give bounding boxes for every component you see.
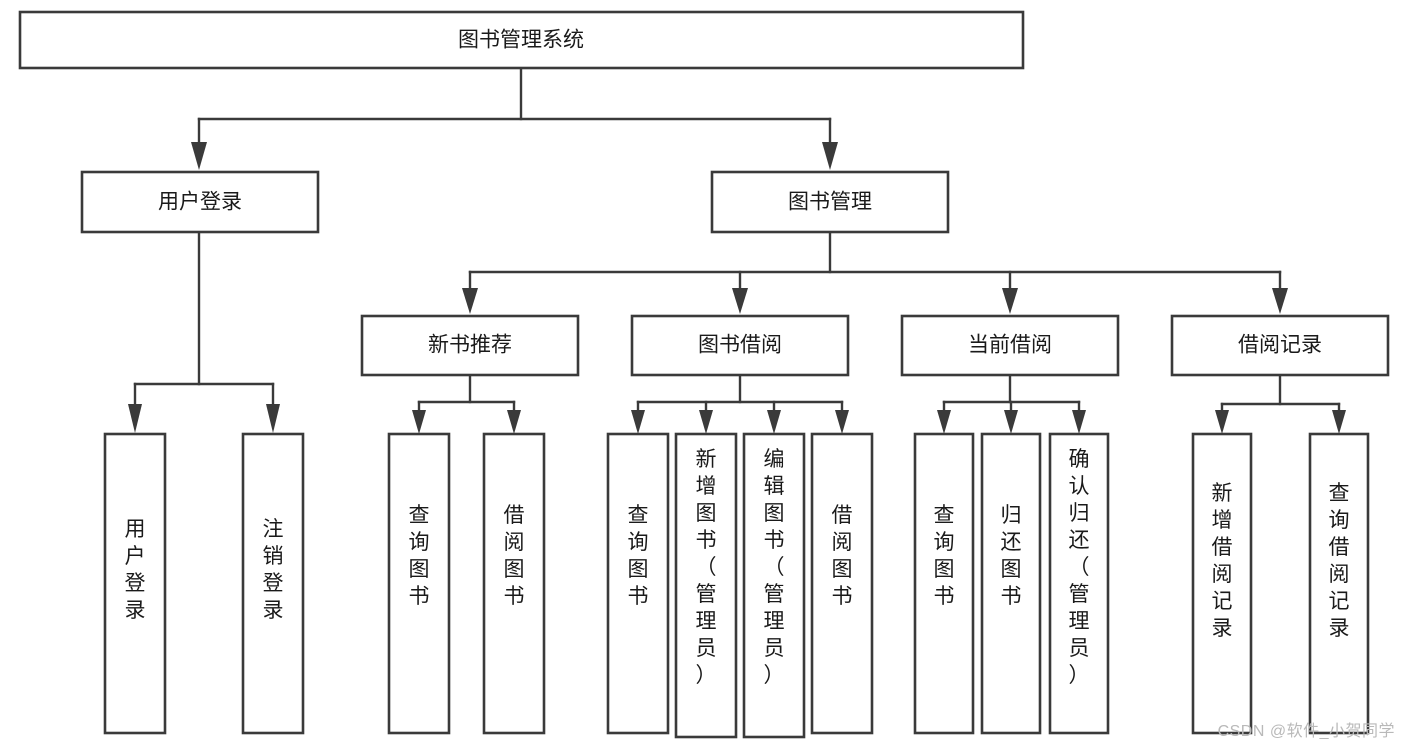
arrow-head-leaf-logout [266, 404, 280, 433]
node-current-borrow[interactable]: 当前借阅 [900, 314, 1120, 377]
node-leaf-bb-query-book-label: 查询图书 [628, 504, 649, 608]
node-leaf-bb-edit-book-box[interactable] [742, 432, 806, 739]
node-leaf-logout-label: 注销登录 [263, 518, 284, 622]
arrow-head-book-manage [822, 142, 838, 170]
arrow-head-cb-confirm [1072, 410, 1086, 434]
node-leaf-bb-borrow-book[interactable]: 借阅图书 [810, 432, 874, 735]
node-leaf-bb-add-book-box[interactable] [674, 432, 738, 739]
node-leaf-br-add-record-box[interactable] [1191, 432, 1253, 735]
node-root-label: 图书管理系统 [458, 29, 584, 52]
node-book-manage-box[interactable] [710, 170, 950, 234]
node-leaf-br-add-record-label: 新增借阅记录 [1212, 482, 1233, 640]
node-leaf-cb-confirm-return[interactable]: 确认归还（管理员） [1048, 432, 1110, 735]
node-book-borrow-label: 图书借阅 [698, 334, 782, 357]
node-leaf-cb-confirm-return-box[interactable] [1048, 432, 1110, 735]
node-leaf-logout[interactable]: 注销登录 [241, 432, 305, 735]
node-leaf-nb-borrow-book[interactable]: 借阅图书 [482, 432, 546, 735]
node-root[interactable]: 图书管理系统 [18, 10, 1025, 70]
node-new-book-recommend[interactable]: 新书推荐 [360, 314, 580, 377]
node-leaf-bb-edit-book-label: 编辑图书（管理员） [764, 448, 785, 687]
node-leaf-cb-query-book[interactable]: 查询图书 [913, 432, 975, 735]
arrow-head-br-add [1215, 410, 1229, 434]
node-leaf-nb-query-book-label: 查询图书 [409, 504, 430, 608]
node-user-login[interactable]: 用户登录 [80, 170, 320, 234]
node-borrow-record-label: 借阅记录 [1238, 334, 1322, 357]
node-leaf-user-login-box[interactable] [103, 432, 167, 735]
node-leaf-nb-query-book-box[interactable] [387, 432, 451, 735]
node-leaf-bb-borrow-book-label: 借阅图书 [832, 504, 853, 608]
arrow-head-bb-edit [767, 410, 781, 434]
node-new-book-recommend-label: 新书推荐 [428, 334, 512, 357]
node-leaf-cb-confirm-return-label: 确认归还（管理员） [1069, 448, 1090, 687]
node-book-manage-label: 图书管理 [788, 191, 872, 214]
arrow-head-book-borrow [732, 288, 748, 314]
arrow-head-current-borrow [1002, 288, 1018, 314]
node-book-borrow-box[interactable] [630, 314, 850, 377]
node-book-borrow[interactable]: 图书借阅 [630, 314, 850, 377]
node-new-book-recommend-box[interactable] [360, 314, 580, 377]
node-leaf-nb-borrow-book-box[interactable] [482, 432, 546, 735]
node-leaf-bb-query-book-box[interactable] [606, 432, 670, 735]
node-borrow-record-box[interactable] [1170, 314, 1390, 377]
connector-group-current-borrow [937, 373, 1086, 434]
node-user-login-label: 用户登录 [158, 191, 242, 214]
node-leaf-bb-query-book[interactable]: 查询图书 [606, 432, 670, 735]
arrow-head-new-book [462, 288, 478, 314]
node-leaf-user-login[interactable]: 用户登录 [103, 432, 167, 735]
connector-group-book-borrow [631, 373, 849, 434]
node-leaf-br-query-record-box[interactable] [1308, 432, 1370, 735]
arrow-head-bb-borrow [835, 410, 849, 434]
node-leaf-br-add-record[interactable]: 新增借阅记录 [1191, 432, 1253, 735]
arrow-head-leaf-user-login [128, 404, 142, 433]
node-leaf-cb-return-book[interactable]: 归还图书 [980, 432, 1042, 735]
connector-group-book-manage [462, 230, 1288, 314]
arrow-head-user-login [191, 142, 207, 170]
node-leaf-bb-add-book-label: 新增图书（管理员） [696, 448, 717, 687]
node-borrow-record[interactable]: 借阅记录 [1170, 314, 1390, 377]
node-leaf-cb-query-book-label: 查询图书 [934, 504, 955, 608]
arrow-head-nb-query [412, 410, 426, 434]
arrow-head-br-query [1332, 410, 1346, 434]
node-leaf-bb-borrow-book-box[interactable] [810, 432, 874, 735]
node-leaf-logout-box[interactable] [241, 432, 305, 735]
connector-group-root [191, 66, 838, 170]
node-leaf-nb-query-book[interactable]: 查询图书 [387, 432, 451, 735]
node-leaf-nb-borrow-book-label: 借阅图书 [504, 504, 525, 608]
node-leaf-bb-edit-book[interactable]: 编辑图书（管理员） [742, 432, 806, 739]
connector-group-new-book [412, 373, 521, 434]
csdn-watermark: CSDN @软件_小贺同学 [1217, 723, 1395, 740]
node-current-borrow-label: 当前借阅 [968, 334, 1052, 357]
node-book-manage[interactable]: 图书管理 [710, 170, 950, 234]
connector-group-borrow-record [1215, 373, 1346, 434]
node-leaf-cb-return-book-label: 归还图书 [1001, 504, 1022, 608]
connector-group-user-login [128, 230, 280, 433]
node-leaf-user-login-label: 用户登录 [125, 518, 146, 622]
arrow-head-nb-borrow [507, 410, 521, 434]
arrow-head-borrow-record [1272, 288, 1288, 314]
node-root-box[interactable] [18, 10, 1025, 70]
arrow-head-bb-add [699, 410, 713, 434]
node-leaf-br-query-record[interactable]: 查询借阅记录 [1308, 432, 1370, 735]
node-user-login-box[interactable] [80, 170, 320, 234]
node-current-borrow-box[interactable] [900, 314, 1120, 377]
node-leaf-bb-add-book[interactable]: 新增图书（管理员） [674, 432, 738, 739]
node-leaf-cb-query-book-box[interactable] [913, 432, 975, 735]
arrow-head-bb-query [631, 410, 645, 434]
node-leaf-cb-return-book-box[interactable] [980, 432, 1042, 735]
node-leaf-br-query-record-label: 查询借阅记录 [1329, 482, 1350, 640]
arrow-head-cb-query [937, 410, 951, 434]
arrow-head-cb-return [1004, 410, 1018, 434]
